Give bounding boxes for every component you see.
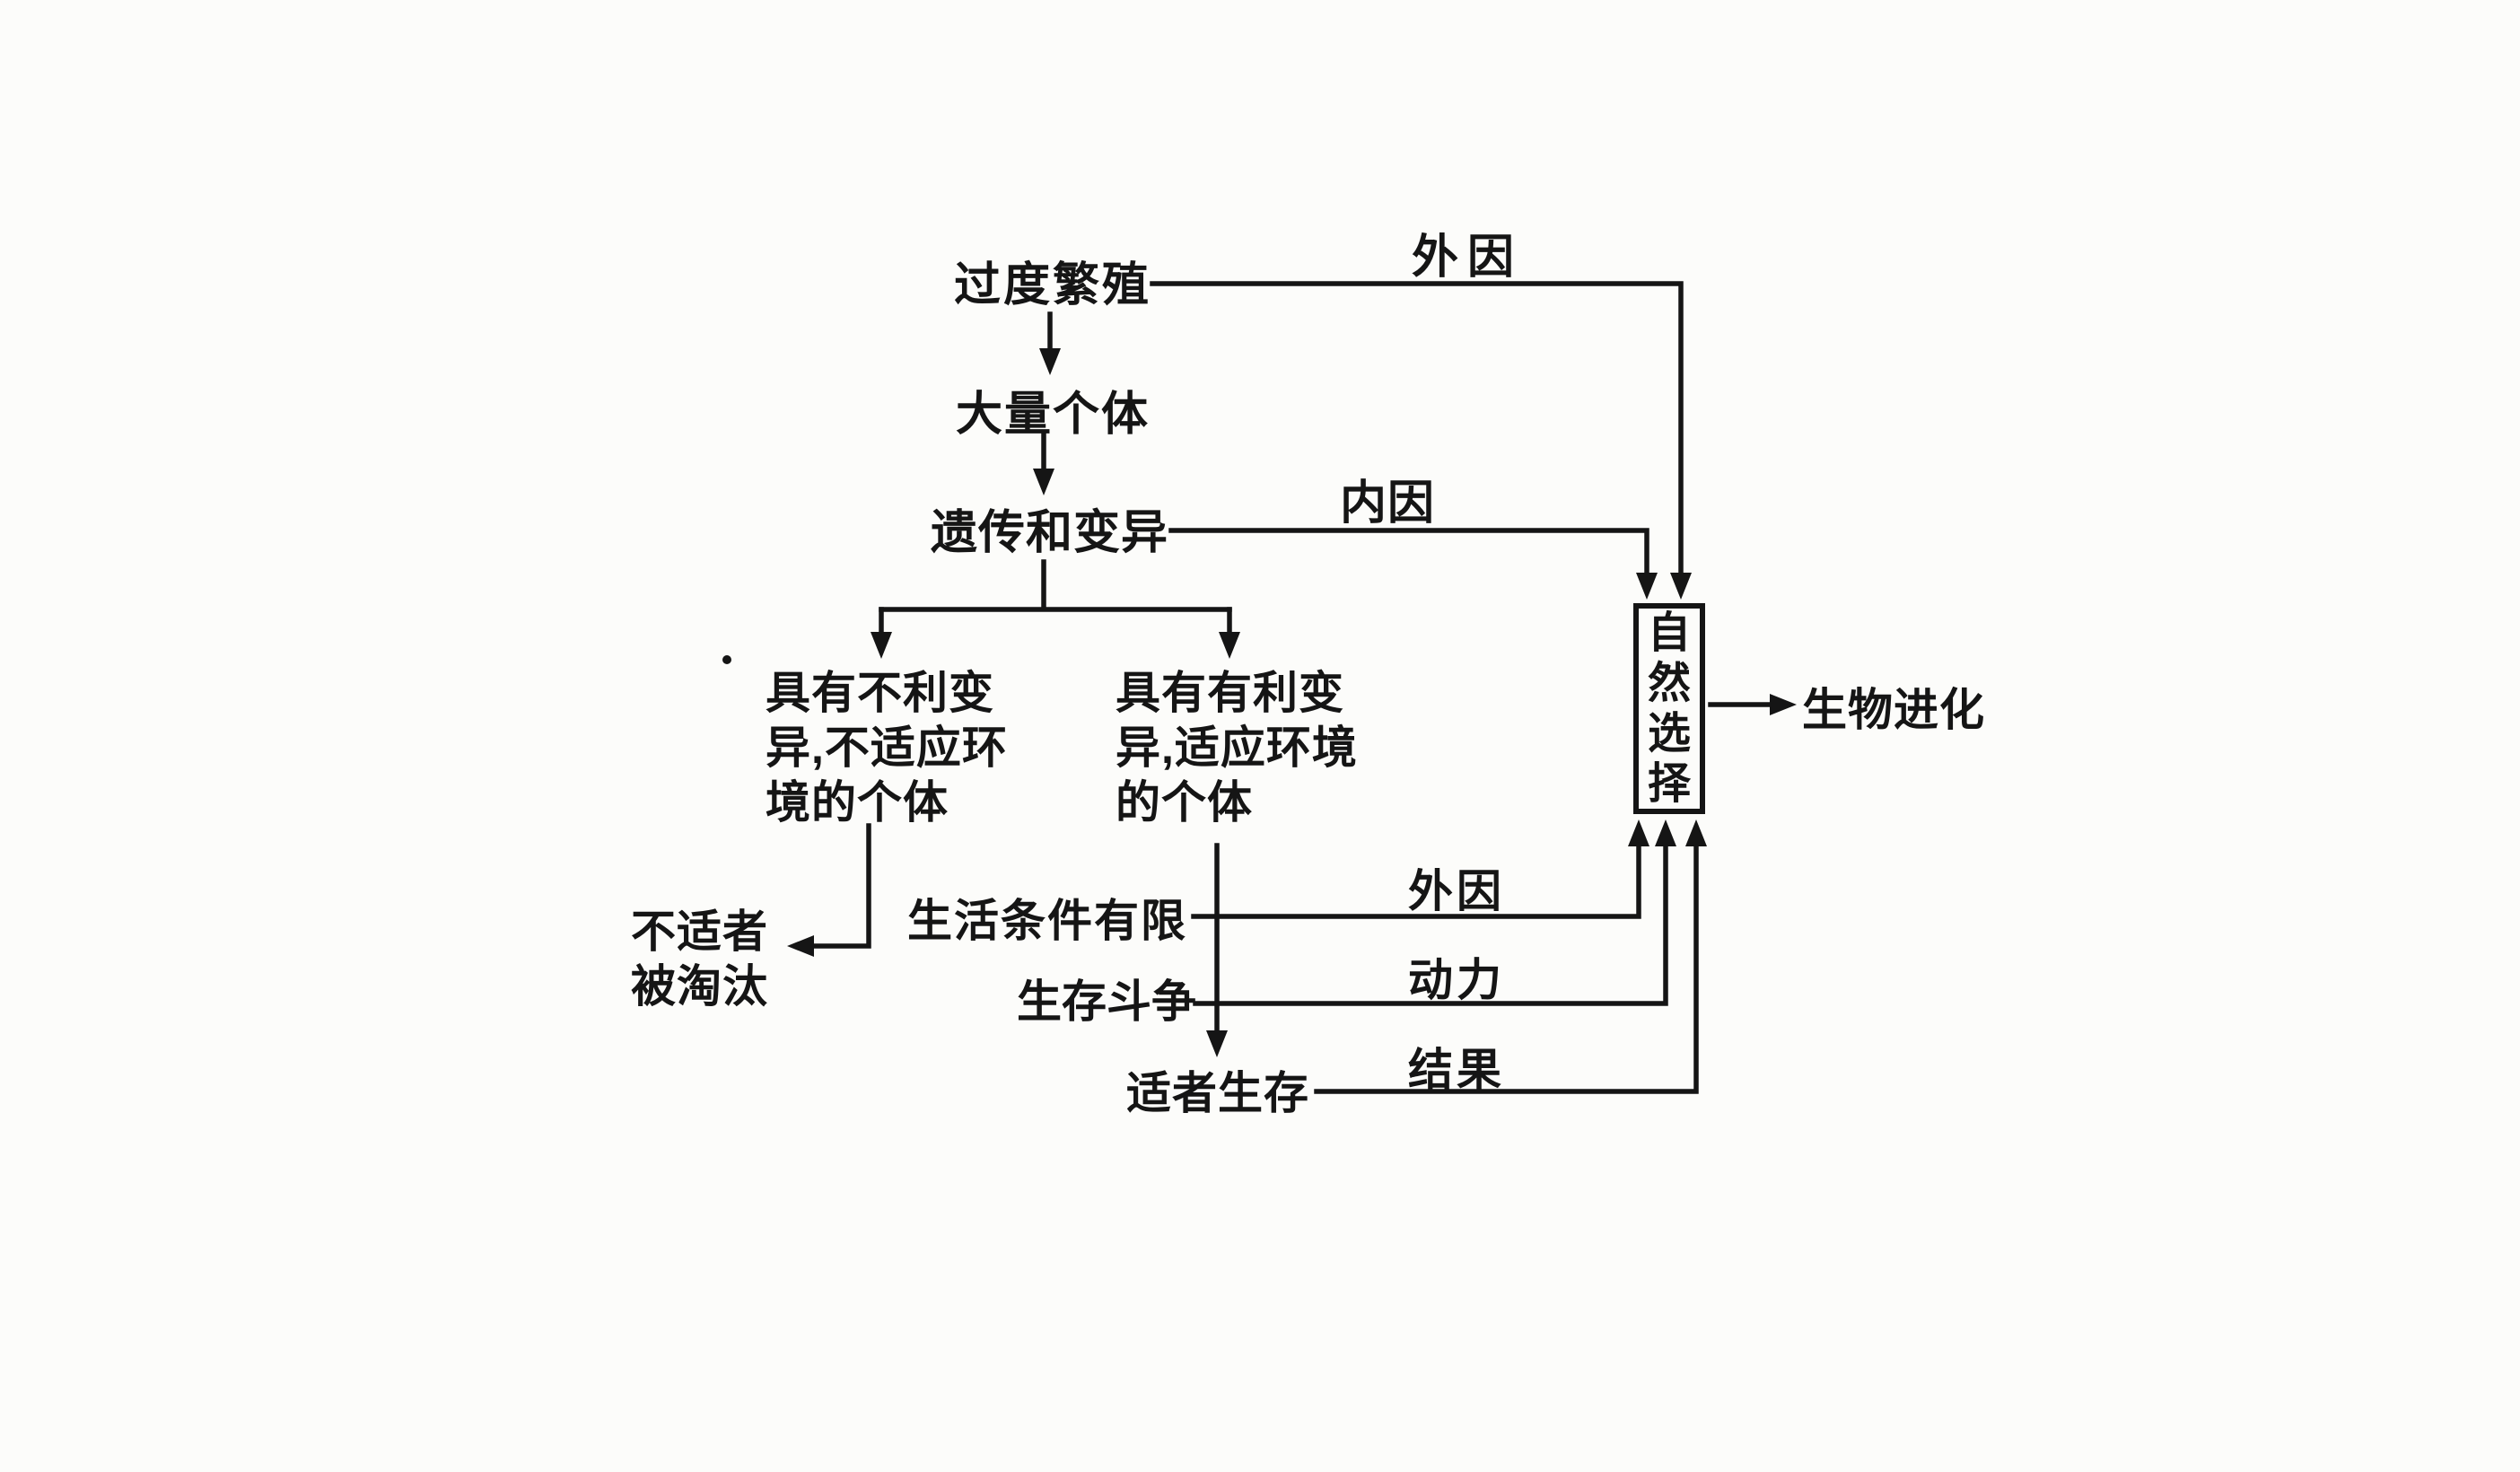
label-result: 结果 <box>1408 1045 1505 1095</box>
node-unfavorable-variation: 具有不利变 异,不适应环 境的个体 <box>766 668 1008 828</box>
node-favorable-variation: 具有有利变 异,适应环境 的个体 <box>1116 668 1358 828</box>
node-struggle-for-existence: 生存斗争 <box>1017 977 1196 1027</box>
connector-limited-conditions <box>1191 819 1649 919</box>
label-external-cause-bottom: 外因 <box>1408 866 1505 916</box>
node-biological-evolution: 生物进化 <box>1802 685 1985 735</box>
node-overproduction: 过度繁殖 <box>954 259 1152 311</box>
node-survival-of-fittest: 适者生存 <box>1126 1068 1309 1118</box>
connector-external-cause-top <box>1150 281 1692 600</box>
connector-struggle-driving-force <box>1193 819 1676 1006</box>
label-driving-force: 动力 <box>1408 955 1505 1005</box>
natural-selection-box: 自然选择 <box>1633 603 1705 814</box>
node-heredity-variation: 遗传和变异 <box>931 507 1169 559</box>
label-external-cause-top: 外因 <box>1412 232 1524 284</box>
ink-speck <box>722 655 731 664</box>
connector-heredity-branch <box>879 559 1232 612</box>
connector-internal-cause <box>1168 528 1658 600</box>
label-internal-cause: 内因 <box>1340 478 1436 530</box>
node-unfit-eliminated: 不适者 被淘汰 <box>631 907 768 1012</box>
node-many-individuals: 大量个体 <box>956 389 1151 441</box>
node-limited-living-conditions: 生活条件有限 <box>907 896 1187 946</box>
connector-fittest-result <box>1314 819 1707 1094</box>
arrow-unfavorable-to-eliminated <box>787 823 871 957</box>
node-natural-selection: 自然选择 <box>1647 609 1691 808</box>
